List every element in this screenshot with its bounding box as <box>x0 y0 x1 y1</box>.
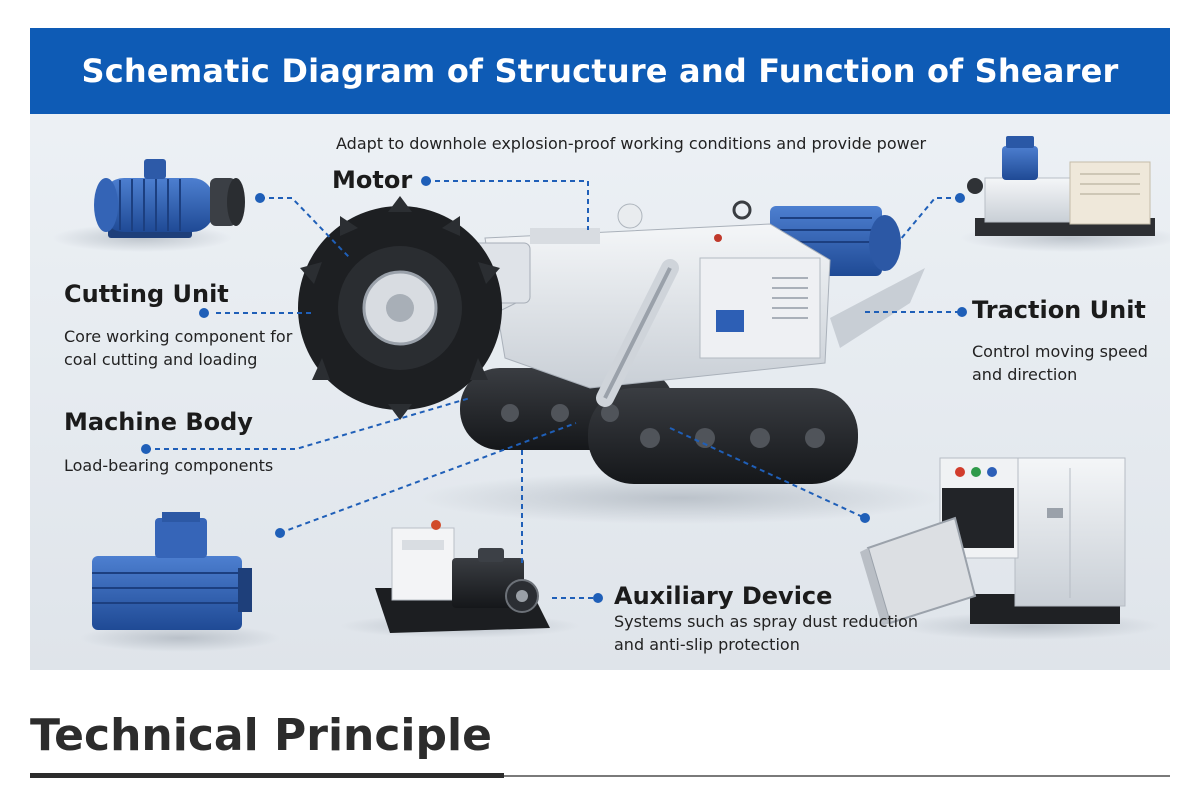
leader-motor-top <box>426 180 589 230</box>
loader-cabinet-illustration <box>860 457 1160 640</box>
traction-illustration-top-right <box>960 136 1170 252</box>
shearer-main-illustration <box>298 196 940 524</box>
leader-lines <box>146 180 960 599</box>
shearer-diagram-figure: Schematic Diagram of Structure and Funct… <box>30 28 1170 670</box>
motor-illustration-bottom-left <box>80 512 280 652</box>
leader-dots <box>141 176 967 603</box>
auxiliary-device-desc: Systems such as spray dust reduction and… <box>614 612 919 654</box>
title-banner: Schematic Diagram of Structure and Funct… <box>30 28 1170 114</box>
section-divider <box>30 775 1170 777</box>
section-divider-accent <box>30 773 504 778</box>
auxiliary-device-label: Auxiliary Device <box>614 582 833 610</box>
motor-label: Motor <box>332 166 413 194</box>
leader-motor-bottom <box>279 422 577 534</box>
auxiliary-illustration <box>340 520 580 638</box>
traction-unit-label: Traction Unit <box>972 296 1146 324</box>
cutting-drum <box>298 196 502 420</box>
machine-body-label: Machine Body <box>64 408 253 436</box>
cutting-unit-desc: Core working component for coal cutting … <box>64 327 293 369</box>
diagram-artwork <box>52 136 1170 652</box>
traction-unit-desc: Control moving speed and direction <box>972 342 1148 384</box>
motor-illustration-top-left <box>52 159 245 252</box>
leader-machine-body <box>146 397 471 450</box>
top-note: Adapt to downhole explosion-proof workin… <box>336 134 927 153</box>
cutting-unit-label: Cutting Unit <box>64 280 229 308</box>
leader-motor-left <box>260 197 351 259</box>
diagram-title: Schematic Diagram of Structure and Funct… <box>81 52 1119 90</box>
machine-body-desc: Load-bearing components <box>64 456 274 475</box>
leader-traction-top <box>899 197 960 241</box>
section-title: Technical Principle <box>30 710 492 761</box>
